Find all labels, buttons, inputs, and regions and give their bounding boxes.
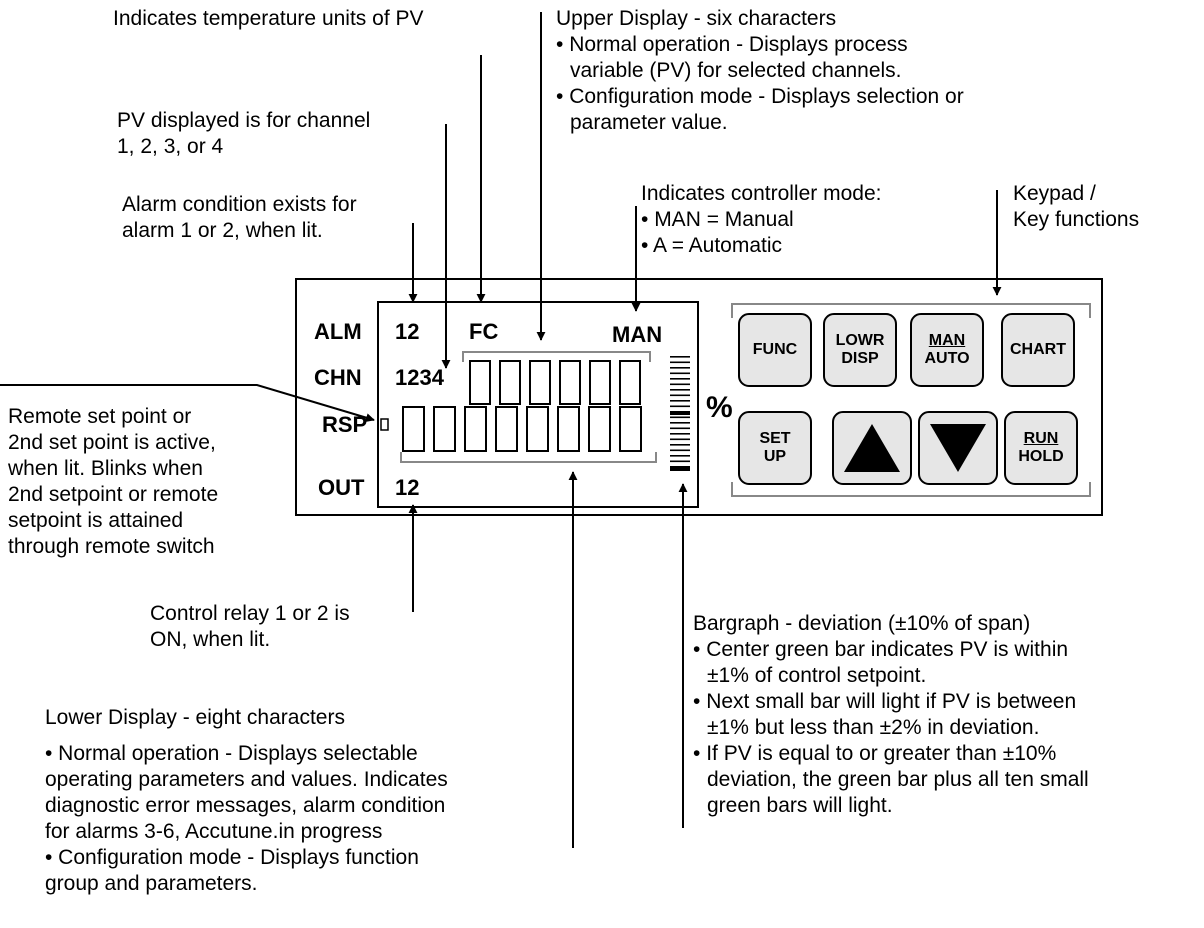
upper-display-bullet-2-cont: parameter value. <box>570 111 728 134</box>
lower-digit-cell <box>495 406 518 452</box>
upper-display-bullet-1-cont: variable (PV) for selected channels. <box>570 59 902 82</box>
bargraph-bar <box>670 394 690 397</box>
bargraph-bar <box>670 405 690 408</box>
upper-display-digits <box>469 360 641 405</box>
leader-rsp <box>0 384 375 422</box>
bargraph-bar <box>670 383 690 386</box>
bargraph-bar <box>670 422 690 424</box>
out-value: 12 <box>395 475 420 500</box>
bargraph-bottom-bar <box>670 467 690 471</box>
annotation-bargraph: Bargraph - deviation (±10% of span) • Ce… <box>693 612 1089 817</box>
annotation-alarm: Alarm condition exists for alarm 1 or 2,… <box>122 193 357 242</box>
bargraph-bar <box>670 378 690 380</box>
upper-digit-cell <box>589 360 611 405</box>
upper-digit-cell <box>499 360 521 405</box>
annotation-controller-mode: Indicates controller mode: • MAN = Manua… <box>641 182 882 257</box>
up-arrow-icon <box>844 424 900 472</box>
alm-label: ALM <box>314 319 362 344</box>
bargraph-center-bar <box>670 411 690 415</box>
temp-units-text: Indicates temperature units of PV <box>113 7 424 30</box>
annotation-remote-sp: Remote set point or 2nd set point is act… <box>8 405 219 558</box>
upper-display-bracket <box>462 351 651 362</box>
bargraph-bar <box>670 416 690 419</box>
alm-value: 12 <box>395 319 420 344</box>
lower-display-bracket <box>400 452 657 463</box>
bargraph-bar <box>670 361 690 364</box>
bargraph-bar <box>670 466 690 468</box>
bargraph-bar <box>670 455 690 457</box>
keypad-bracket <box>731 303 1091 497</box>
annotation-keypad: Keypad / Key functions <box>1013 182 1140 231</box>
bargraph-bar <box>670 449 690 452</box>
down-arrow-icon <box>930 424 986 472</box>
man-auto-key[interactable]: MAN AUTO <box>910 313 984 387</box>
bargraph-bar <box>670 444 690 446</box>
bargraph-bar <box>670 400 690 402</box>
upper-digit-cell <box>469 360 491 405</box>
annotation-lower-display: Lower Display - eight characters • Norma… <box>45 706 448 895</box>
bargraph-bars <box>670 356 690 471</box>
out-label: OUT <box>318 475 365 500</box>
bargraph-bar <box>670 389 690 391</box>
bargraph-bar <box>670 460 690 463</box>
setup-key[interactable]: SET UP <box>738 411 812 485</box>
chn-label: CHN <box>314 365 362 390</box>
bargraph-bar <box>670 372 690 375</box>
upper-digit-cell <box>559 360 581 405</box>
lower-display-digits <box>402 406 642 452</box>
percent-sign: % <box>706 391 733 424</box>
func-key[interactable]: FUNC <box>738 313 812 387</box>
bargraph-bar <box>670 438 690 441</box>
bargraph-bar <box>670 427 690 430</box>
mode-indicator: MAN <box>612 322 663 347</box>
lower-digit-cell <box>402 406 425 452</box>
annotation-pv-channel: PV displayed is for channel 1, 2, 3, or … <box>117 109 371 158</box>
down-arrow-key[interactable] <box>918 411 998 485</box>
upper-display-bullet-2: • Configuration mode - Displays selectio… <box>556 85 964 108</box>
lower-digit-cell <box>557 406 580 452</box>
units-indicator: FC <box>469 319 499 344</box>
lowr-disp-key[interactable]: LOWR DISP <box>823 313 897 387</box>
lower-digit-cell <box>433 406 456 452</box>
run-hold-key[interactable]: RUN HOLD <box>1004 411 1078 485</box>
lower-digit-cell <box>464 406 487 452</box>
up-arrow-key[interactable] <box>832 411 912 485</box>
lower-digit-cell <box>526 406 549 452</box>
upper-display-title: Upper Display - six characters <box>556 7 837 30</box>
upper-display-bullet-1: • Normal operation - Displays process <box>556 33 908 56</box>
lower-digit-cell <box>588 406 611 452</box>
rsp-label: RSP <box>322 412 368 437</box>
annotation-temp-units: Indicates temperature units of PV <box>113 6 424 32</box>
bargraph-bar <box>670 433 690 435</box>
rsp-indicator <box>380 418 389 431</box>
upper-digit-cell <box>529 360 551 405</box>
annotation-control-relay: Control relay 1 or 2 is ON, when lit. <box>150 602 350 651</box>
lower-digit-cell <box>619 406 642 452</box>
chn-value: 1234 <box>395 365 444 390</box>
annotation-upper-display: Upper Display - six characters • Normal … <box>556 6 964 136</box>
bargraph-bar <box>670 356 690 358</box>
upper-digit-cell <box>619 360 641 405</box>
chart-key[interactable]: CHART <box>1001 313 1075 387</box>
bargraph-bar <box>670 367 690 369</box>
